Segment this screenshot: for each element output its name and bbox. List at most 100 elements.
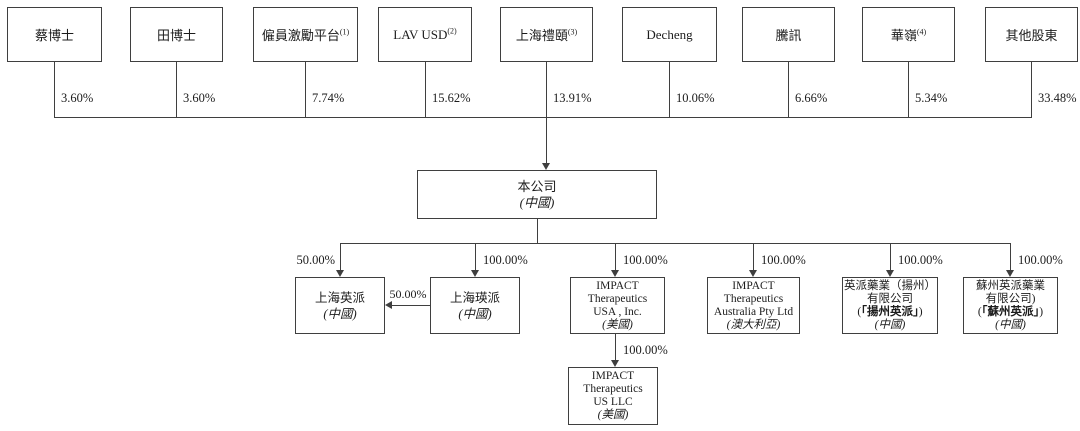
connector-shareholder-1 bbox=[54, 62, 55, 117]
connector-company-stub bbox=[537, 219, 538, 243]
subsidiary-box-shanghai-yingpai-wfoe: 上海瑛派 (中國) bbox=[430, 277, 520, 334]
shareholder-name: 其他股東 bbox=[1005, 28, 1058, 43]
arrow-down bbox=[886, 270, 894, 277]
shareholder-box-dr-tian: 田博士 bbox=[130, 7, 223, 62]
connector-sub-2 bbox=[475, 243, 476, 270]
footnote-sup: (2) bbox=[447, 26, 457, 36]
subsidiary-name: 上海英派 bbox=[314, 290, 365, 305]
shareholder-box-other-shareholders: 其他股東 bbox=[985, 7, 1078, 62]
arrow-down bbox=[611, 360, 619, 367]
shareholder-box-tencent: 騰訊 bbox=[742, 7, 835, 62]
connector-shareholder-7 bbox=[788, 62, 789, 117]
ownership-pct: 3.60% bbox=[61, 91, 94, 105]
arrow-down bbox=[749, 270, 757, 277]
ownership-pct: 100.00% bbox=[1018, 253, 1063, 267]
subsidiary-name: US LLC bbox=[593, 396, 633, 408]
subsidiary-name: IMPACT bbox=[732, 279, 775, 292]
ownership-pct: 100.00% bbox=[623, 253, 668, 267]
company-box: 本公司 (中國) bbox=[417, 170, 657, 219]
subsidiary-name: Australia Pty Ltd bbox=[713, 305, 794, 318]
connector-sub-5 bbox=[890, 243, 891, 270]
shareholder-box-shanghai-liyi: 上海禮頤(3) bbox=[500, 7, 593, 62]
subsidiary-name: USA , Inc. bbox=[593, 305, 642, 318]
ownership-pct: 3.60% bbox=[183, 91, 216, 105]
subsidiary-jurisdiction: (中國) bbox=[458, 306, 492, 321]
arrow-left bbox=[385, 301, 392, 309]
shareholder-box-esop: 僱員激勵平台(1) bbox=[253, 7, 358, 62]
connector-sub-1 bbox=[340, 243, 341, 270]
shareholder-box-hualing: 華嶺(4) bbox=[862, 7, 955, 62]
ownership-pct: 6.66% bbox=[795, 91, 828, 105]
subsidiary-alias: (「蘇州英派」) bbox=[977, 305, 1044, 318]
arrow-down bbox=[471, 270, 479, 277]
subsidiary-name: Therapeutics bbox=[723, 292, 784, 305]
ownership-pct: 100.00% bbox=[623, 343, 668, 357]
subsidiary-name: Therapeutics bbox=[587, 292, 648, 305]
ownership-pct: 100.00% bbox=[761, 253, 806, 267]
subsidiary-box-impact-australia: IMPACT Therapeutics Australia Pty Ltd (澳… bbox=[707, 277, 800, 334]
shareholder-box-lav-usd: LAV USD(2) bbox=[378, 7, 472, 62]
company-name: 本公司 bbox=[517, 178, 557, 194]
subsidiary-jurisdiction: (美國) bbox=[602, 318, 633, 331]
connector-subsidiary-bus bbox=[340, 243, 1010, 244]
ownership-pct: 50.00% bbox=[296, 253, 335, 267]
subsidiary-jurisdiction: (美國) bbox=[597, 409, 629, 421]
connector-shareholder-9 bbox=[1031, 62, 1032, 117]
subsidiary-name: Therapeutics bbox=[583, 383, 643, 395]
ownership-pct: 100.00% bbox=[898, 253, 943, 267]
connector-shareholder-3 bbox=[305, 62, 306, 117]
footnote-sup: (1) bbox=[339, 27, 350, 37]
connector-intercompany bbox=[392, 305, 430, 306]
shareholder-box-dr-cai: 蔡博士 bbox=[7, 7, 102, 62]
connector-shareholder-5 bbox=[546, 62, 547, 117]
subsidiary-box-shanghai-yingpai: 上海英派 (中國) bbox=[295, 277, 385, 334]
ownership-pct: 50.00% bbox=[389, 287, 427, 301]
connector-to-company bbox=[546, 117, 547, 163]
company-jurisdiction: (中國) bbox=[519, 194, 555, 210]
shareholder-name: Decheng bbox=[646, 26, 693, 42]
connector-shareholder-8 bbox=[908, 62, 909, 117]
shareholder-name: 僱員激勵平台(1) bbox=[261, 27, 350, 43]
subsidiary-name: IMPACT bbox=[591, 370, 635, 382]
subsidiary-name: IMPACT bbox=[596, 279, 639, 292]
arrow-down bbox=[1006, 270, 1014, 277]
subsidiary-box-suzhou-yingpai: 蘇州英派藥業 有限公司) (「蘇州英派」) (中國) bbox=[963, 277, 1058, 334]
subsidiary-jurisdiction: (澳大利亞) bbox=[726, 318, 781, 331]
footnote-sup: (3) bbox=[567, 27, 578, 37]
subsidiary-box-yangzhou-yingpai: 英派藥業（揚州） 有限公司 (「揚州英派」) (中國) bbox=[842, 277, 938, 334]
arrow-down bbox=[542, 163, 550, 170]
shareholder-name: 華嶺(4) bbox=[890, 27, 927, 43]
connector-us-llc bbox=[615, 334, 616, 360]
footnote-sup: (4) bbox=[916, 27, 927, 37]
connector-shareholder-6 bbox=[669, 62, 670, 117]
subsidiary-name: 有限公司 bbox=[867, 292, 913, 305]
shareholder-name: 蔡博士 bbox=[34, 28, 74, 43]
subsidiary-name: 上海瑛派 bbox=[449, 290, 500, 305]
subsidiary-box-impact-usa: IMPACT Therapeutics USA , Inc. (美國) bbox=[570, 277, 665, 334]
connector-shareholder-4 bbox=[425, 62, 426, 117]
subsidiary-name: 英派藥業（揚州） bbox=[844, 279, 936, 292]
connector-sub-3 bbox=[615, 243, 616, 270]
shareholder-name: 上海禮頤(3) bbox=[515, 27, 578, 43]
subsidiary-jurisdiction: (中國) bbox=[995, 318, 1026, 331]
shareholder-name: 騰訊 bbox=[775, 28, 802, 43]
ownership-pct: 5.34% bbox=[915, 91, 948, 105]
connector-shareholder-bus bbox=[54, 117, 1032, 118]
arrow-down bbox=[336, 270, 344, 277]
shareholder-name: LAV USD(2) bbox=[393, 26, 457, 42]
subsidiary-name: 有限公司) bbox=[985, 292, 1036, 305]
ownership-pct: 10.06% bbox=[676, 91, 715, 105]
subsidiary-name: 蘇州英派藥業 bbox=[976, 279, 1045, 292]
subsidiary-box-impact-us-llc: IMPACT Therapeutics US LLC (美國) bbox=[568, 367, 658, 425]
subsidiary-alias: (「揚州英派」) bbox=[857, 305, 923, 318]
subsidiary-jurisdiction: (中國) bbox=[874, 318, 906, 331]
arrow-down bbox=[611, 270, 619, 277]
shareholder-box-decheng: Decheng bbox=[622, 7, 717, 62]
subsidiary-jurisdiction: (中國) bbox=[323, 306, 357, 321]
shareholder-name: 田博士 bbox=[156, 28, 196, 43]
connector-sub-4 bbox=[753, 243, 754, 270]
ownership-pct: 15.62% bbox=[432, 91, 471, 105]
connector-shareholder-2 bbox=[176, 62, 177, 117]
ownership-pct: 33.48% bbox=[1038, 91, 1077, 105]
